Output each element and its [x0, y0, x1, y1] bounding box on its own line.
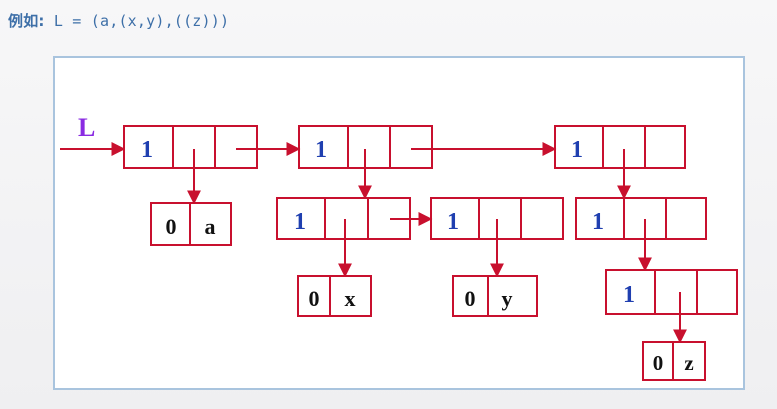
list-node-7: 1: [605, 269, 738, 315]
tag-1: 1: [141, 137, 153, 163]
list-node-5: 1: [430, 197, 564, 240]
list-node-1: 1: [123, 125, 258, 169]
tag-3: 1: [571, 137, 583, 163]
atom-node-z: 0 z: [642, 341, 706, 381]
list-node-4: 1: [276, 197, 411, 240]
atom-tag-a: 0: [166, 214, 177, 239]
head-label-L: L: [78, 113, 95, 142]
example-caption: 例如: L = (a,(x,y),((z))): [8, 10, 229, 31]
tag-6: 1: [592, 209, 604, 235]
atom-value-a: a: [205, 214, 216, 239]
list-node-3: 1: [554, 125, 686, 169]
atom-value-z: z: [684, 351, 693, 375]
atom-node-x: 0 x: [297, 275, 372, 317]
atom-value-y: y: [502, 286, 513, 311]
caption-prefix: 例如:: [8, 12, 45, 30]
atom-tag-z: 0: [653, 351, 664, 375]
tag-2: 1: [315, 137, 327, 163]
tag-7: 1: [623, 282, 635, 308]
tag-4: 1: [294, 209, 306, 235]
tag-5: 1: [447, 209, 459, 235]
atom-tag-y: 0: [465, 286, 476, 311]
atom-tag-x: 0: [309, 286, 320, 311]
list-node-6: 1: [575, 197, 707, 240]
atom-node-a: 0 a: [150, 202, 232, 246]
atom-value-x: x: [345, 286, 356, 311]
caption-expression: L = (a,(x,y),((z))): [44, 12, 230, 30]
atom-node-y: 0 y: [452, 275, 538, 317]
